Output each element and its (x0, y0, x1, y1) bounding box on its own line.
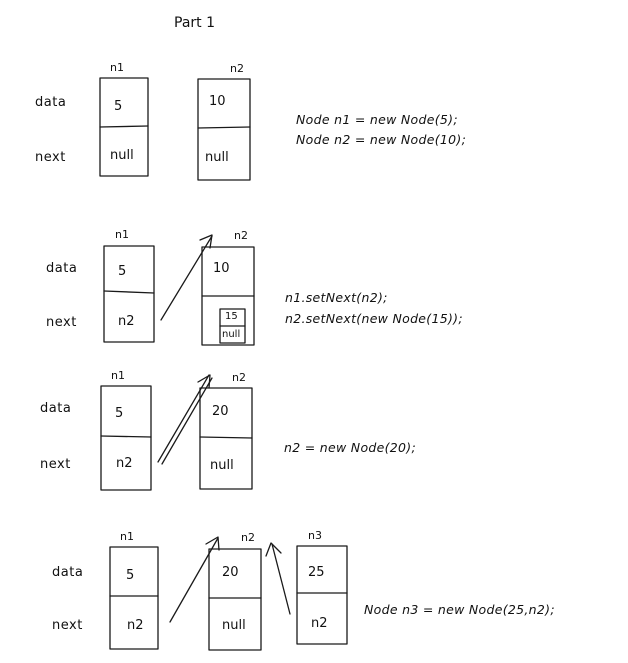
part-2-data-label: data (46, 261, 78, 276)
part-4-code-line-1: Node n3 = new Node(25,n2); (364, 602, 555, 617)
part-3-node-n2-next: null (210, 458, 234, 473)
part-3-node-n1-box (100, 385, 152, 491)
part-3-code-line-1: n2 = new Node(20); (284, 440, 416, 455)
diagram-title: Part 1 (174, 15, 215, 31)
part-1-node-n1-box (99, 77, 149, 177)
part-1-node-n2-next: null (205, 150, 229, 165)
part-4-node-n1-box (109, 546, 159, 650)
part-2-inner-node-data: 15 (225, 311, 238, 322)
part-1-code-line-2: Node n2 = new Node(10); (296, 132, 467, 147)
part-3-node-n2-data: 20 (212, 404, 229, 419)
part-4-node-n1-next: n2 (127, 618, 144, 633)
part-4-node-n3-data: 25 (308, 565, 325, 580)
part-1-next-label: next (35, 150, 66, 165)
part-2-node-n1-box (103, 245, 155, 343)
part-3-node-n2-box (199, 387, 253, 490)
part-4-node-n3-box (296, 545, 348, 645)
part-1-data-label: data (35, 95, 67, 110)
part-1-node-n1-data: 5 (114, 99, 123, 114)
part-2-code-line-1: n1.setNext(n2); (285, 290, 388, 305)
part-4-node-n2-var: n2 (241, 531, 255, 544)
part-3-data-label: data (40, 401, 72, 416)
part-3-node-n1-next: n2 (116, 456, 133, 471)
part-1-node-n2-data: 10 (209, 94, 226, 109)
part-3-arrow-n1-to-old-n2 (157, 374, 213, 465)
part-1-node-n2-var: n2 (230, 62, 244, 75)
part-2-arrow-n1-to-n2 (160, 234, 213, 321)
part-2-code-line-2: n2.setNext(new Node(15)); (285, 311, 463, 326)
part-2-inner-node-box (219, 308, 246, 344)
part-2-node-n1-data: 5 (118, 264, 127, 279)
part-4-node-n2-data: 20 (222, 565, 239, 580)
part-2-next-label: next (46, 315, 77, 330)
part-1-node-n1-var: n1 (110, 61, 124, 74)
part-4-arrow-n1-to-old-n2 (169, 536, 220, 623)
part-4-node-n1-var: n1 (120, 530, 134, 543)
part-2-node-n2-data: 10 (213, 261, 230, 276)
part-2-node-n2-var: n2 (234, 229, 248, 242)
part-3-node-n1-var: n1 (111, 369, 125, 382)
part-1-node-n1-next: null (110, 148, 134, 163)
part-1-node-n2-box (197, 78, 251, 181)
part-2-node-n1-var: n1 (115, 228, 129, 241)
part-4-node-n2-next: null (222, 618, 246, 633)
part-4-node-n1-data: 5 (126, 568, 135, 583)
part-4-node-n2-box (208, 548, 262, 651)
part-4-data-label: data (52, 565, 84, 580)
part-4-arrow-n3-to-n2 (265, 542, 291, 615)
part-3-next-label: next (40, 457, 71, 472)
part-4-next-label: next (52, 618, 83, 633)
part-3-node-n2-var: n2 (232, 371, 246, 384)
part-4-node-n3-var: n3 (308, 529, 322, 542)
part-2-inner-node-next: null (222, 329, 241, 340)
part-2-node-n2-box (201, 246, 255, 346)
part-2-node-n1-next: n2 (118, 314, 135, 329)
part-3-node-n1-data: 5 (115, 406, 124, 421)
part-1-code-line-1: Node n1 = new Node(5); (296, 112, 458, 127)
part-4-node-n3-next: n2 (311, 616, 328, 631)
